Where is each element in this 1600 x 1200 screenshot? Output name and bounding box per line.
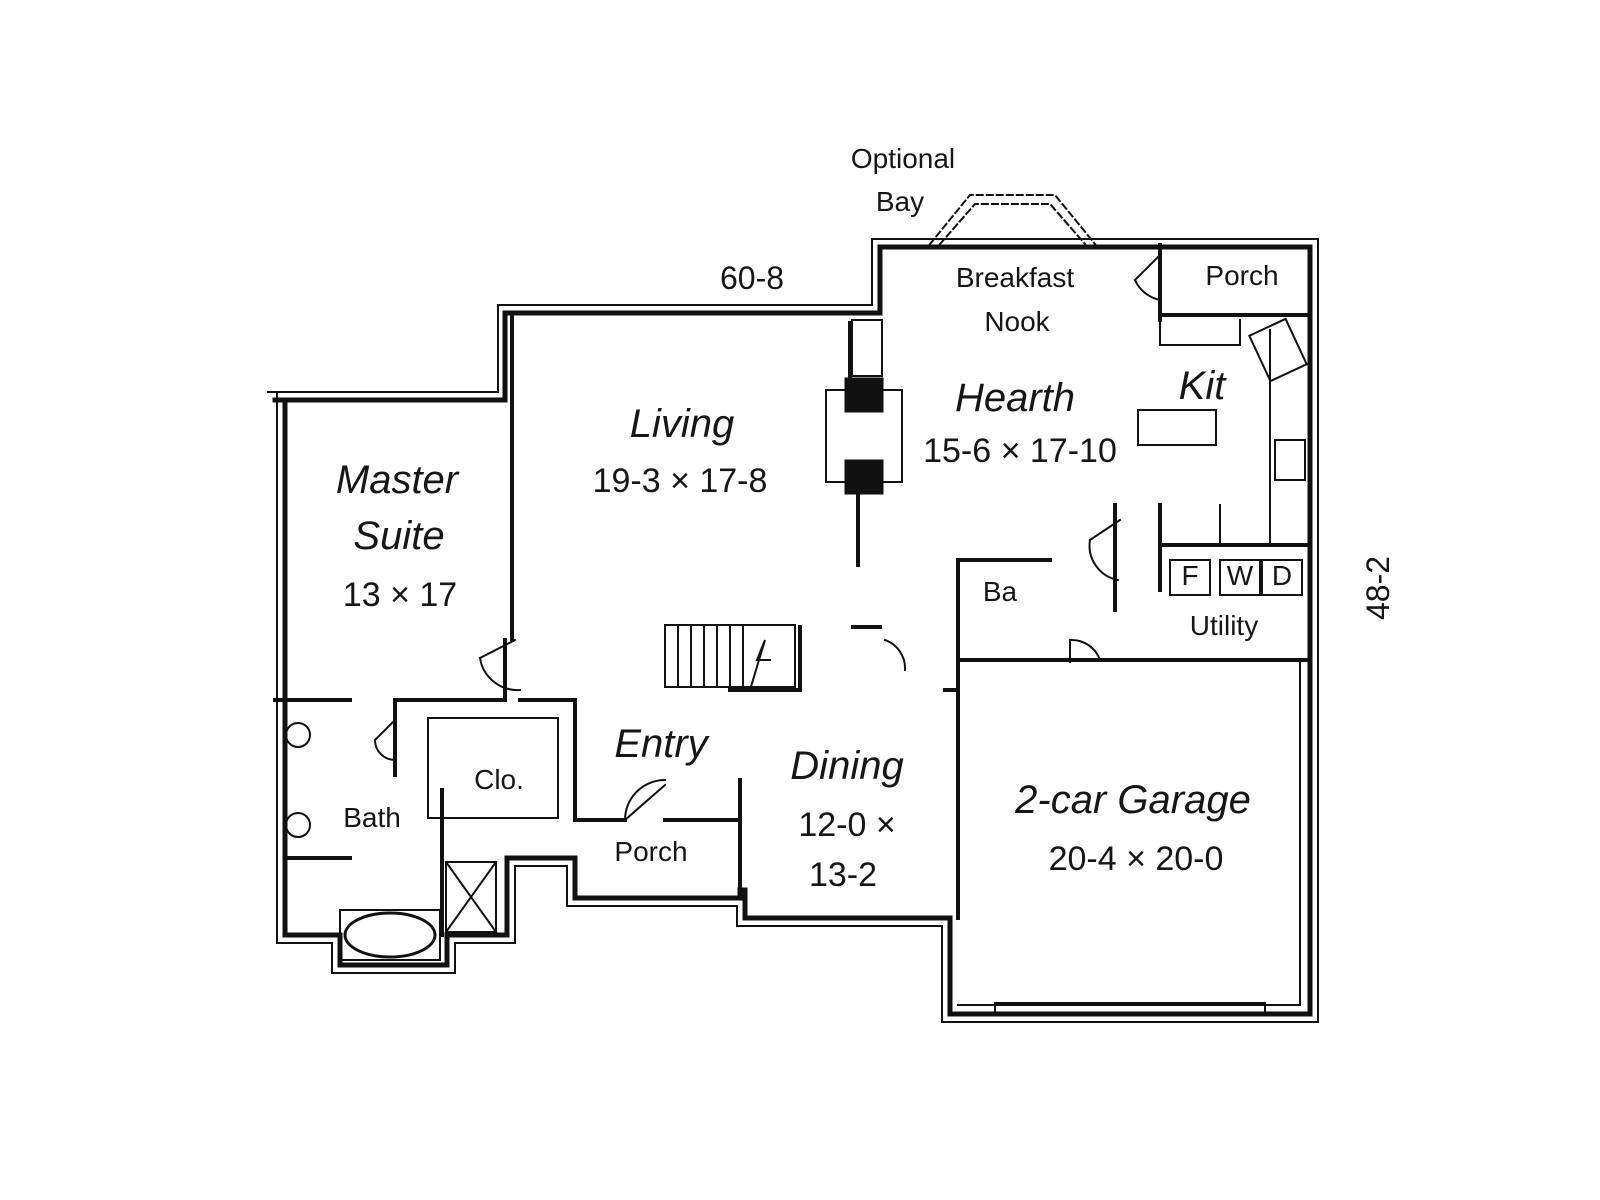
front-porch-name: Porch <box>614 836 688 867</box>
interior-walls <box>273 243 1312 937</box>
cooktop <box>1274 439 1306 481</box>
garage-dims: 20-4 × 20-0 <box>1048 840 1224 878</box>
dining-dims-2: 13-2 <box>808 856 878 894</box>
closet-name: Clo. <box>474 764 524 795</box>
washer-label: W <box>1226 560 1254 591</box>
dining-dims: 12-0 × <box>798 806 896 844</box>
freezer-label: F <box>1181 560 1199 591</box>
shower <box>445 861 497 933</box>
dryer-label: D <box>1271 560 1293 591</box>
kitchen-name: Kit <box>1178 364 1226 408</box>
garage-name: 2-car Garage <box>1015 778 1251 822</box>
master-suite-dims: 13 × 17 <box>342 576 458 614</box>
breakfast-nook-name-2: Nook <box>984 306 1050 337</box>
optional-bay-label-2: Bay <box>875 186 925 217</box>
living-name: Living <box>629 402 735 446</box>
exterior-wall-outer <box>267 238 1319 1023</box>
utility-name: Utility <box>1189 610 1259 641</box>
garage-door <box>994 1002 1266 1016</box>
overall-depth-dimension: 48-2 <box>1360 555 1396 620</box>
master-suite-name-2: Suite <box>353 514 445 558</box>
optional-bay <box>928 194 1097 246</box>
kitchen-sink <box>1247 317 1309 383</box>
rear-porch-name: Porch <box>1205 260 1279 291</box>
optional-bay-label: Optional <box>850 143 956 174</box>
stairs <box>664 624 796 692</box>
bathtub <box>343 911 437 959</box>
master-suite-name: Master <box>335 458 459 502</box>
exterior-wall <box>272 244 1313 1017</box>
entry-name: Entry <box>614 722 708 766</box>
kitchen-island <box>1137 409 1217 446</box>
master-bath-name: Bath <box>343 802 401 833</box>
living-dims: 19-3 × 17-8 <box>592 462 768 500</box>
half-bath-name: Ba <box>982 576 1018 607</box>
overall-width-dimension: 60-8 <box>719 260 785 296</box>
doors <box>373 253 1162 822</box>
hearth-dims: 15-6 × 17-10 <box>923 432 1117 470</box>
breakfast-nook-name: Breakfast <box>955 262 1075 293</box>
dining-name: Dining <box>790 744 904 788</box>
hearth-name: Hearth <box>954 376 1076 420</box>
